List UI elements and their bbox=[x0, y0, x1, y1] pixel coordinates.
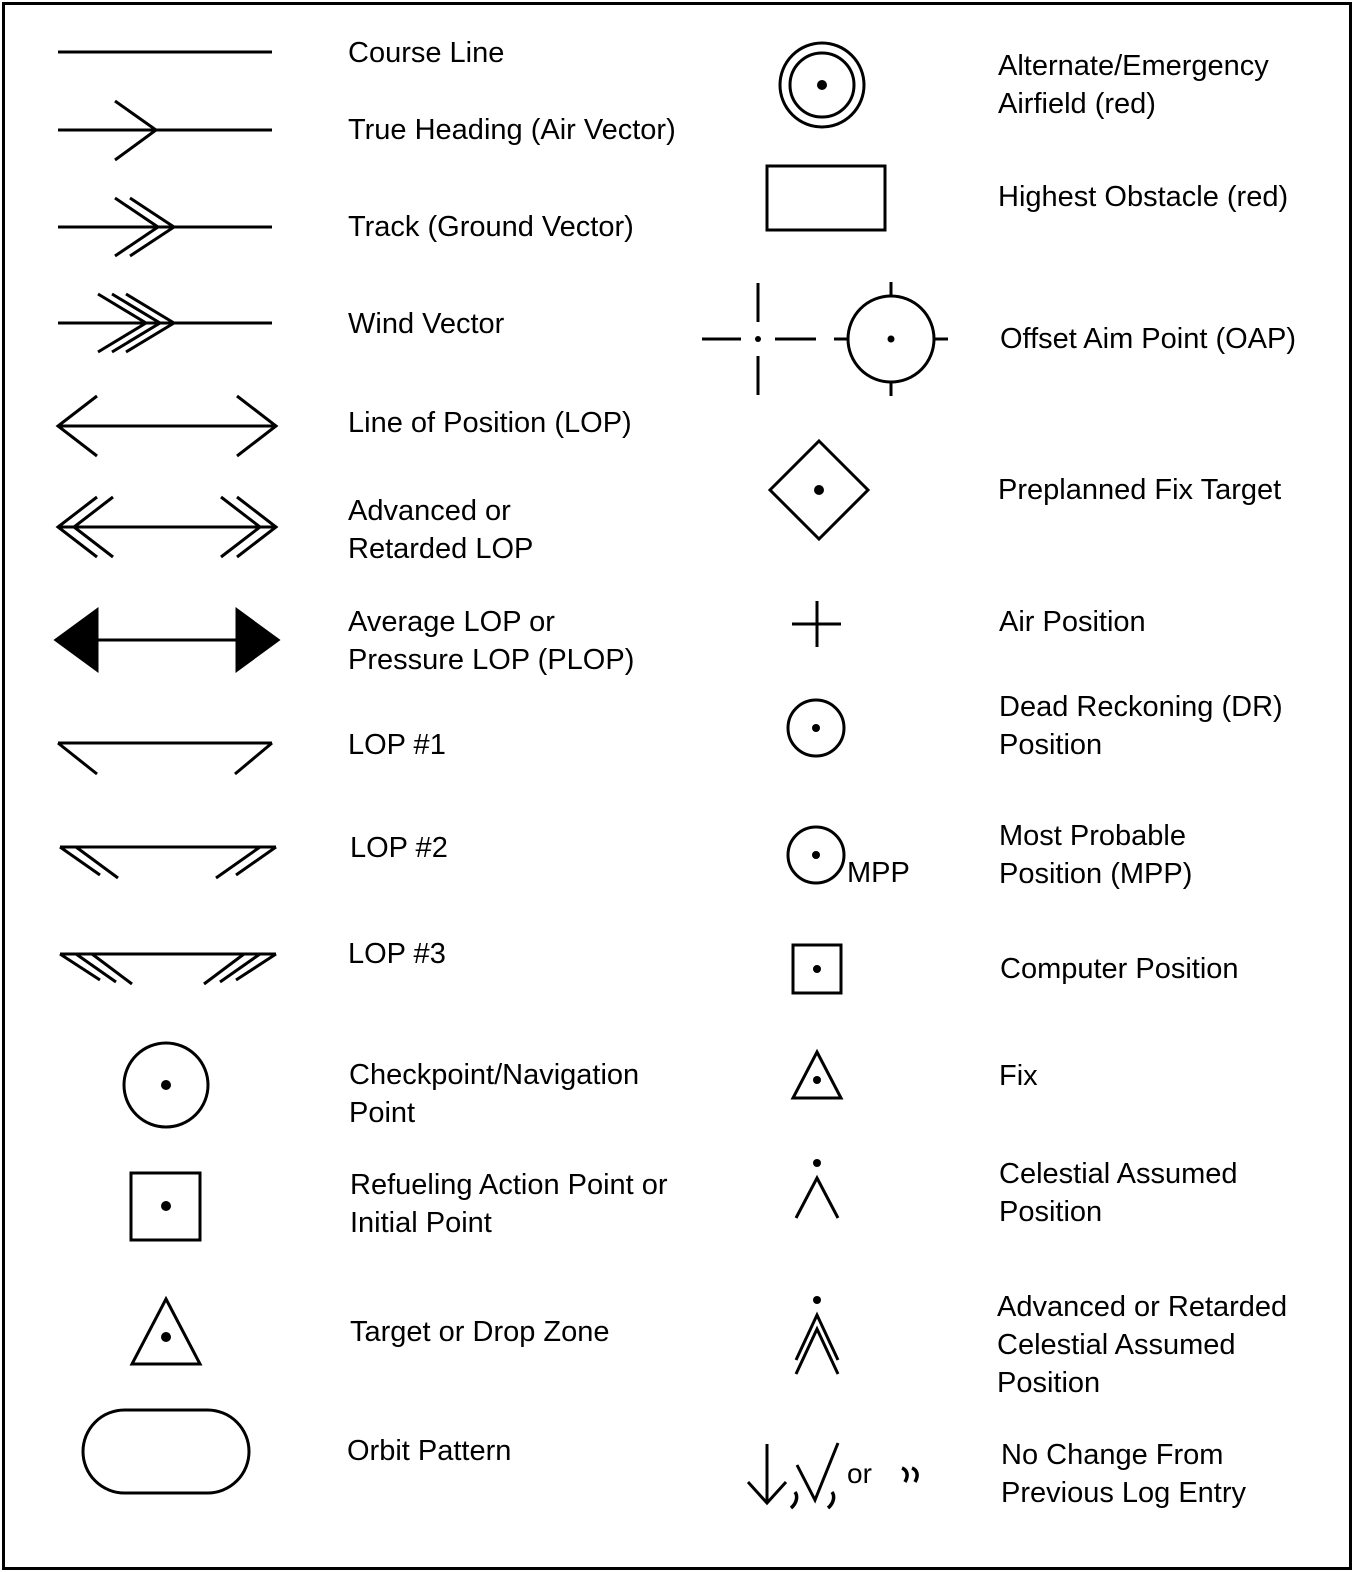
label-mpp: Most Probable Position (MPP) bbox=[999, 820, 1193, 890]
lop-2-symbol bbox=[59, 845, 277, 880]
label-lop: Line of Position (LOP) bbox=[348, 407, 632, 439]
label-fix: Fix bbox=[999, 1060, 1038, 1092]
target-symbol bbox=[129, 1295, 203, 1366]
label-preplanned-fix: Preplanned Fix Target bbox=[998, 474, 1282, 506]
label-lop-2: LOP #2 bbox=[350, 832, 448, 864]
label-true-heading: True Heading (Air Vector) bbox=[348, 114, 676, 146]
orbit-symbol bbox=[81, 1408, 251, 1495]
air-position-symbol bbox=[792, 601, 841, 647]
checkpoint-symbol bbox=[122, 1041, 210, 1129]
label-alternate-airfield: Alternate/Emergency Airfield (red) bbox=[998, 50, 1269, 120]
dr-position-symbol bbox=[786, 698, 846, 758]
label-adv-celestial-ap: Advanced or Retarded Celestial Assumed P… bbox=[997, 1291, 1288, 1399]
fix-symbol bbox=[790, 1048, 844, 1100]
label-wind-vector: Wind Vector bbox=[348, 308, 505, 340]
no-change-symbol bbox=[746, 1442, 919, 1510]
wind-vector-symbol bbox=[58, 292, 272, 354]
label-target: Target or Drop Zone bbox=[350, 1316, 610, 1348]
mpp-symbol-text: MPP bbox=[847, 857, 910, 889]
label-no-change: No Change From Previous Log Entry bbox=[1001, 1439, 1247, 1509]
label-computer-position: Computer Position bbox=[1000, 953, 1239, 985]
label-checkpoint: Checkpoint/Navigation Point bbox=[349, 1059, 640, 1129]
adv-celestial-ap-symbol bbox=[794, 1296, 840, 1375]
lop-1-symbol bbox=[57, 741, 273, 776]
label-track: Track (Ground Vector) bbox=[348, 211, 634, 243]
celestial-ap-symbol bbox=[794, 1159, 840, 1219]
preplanned-fix-symbol bbox=[767, 438, 871, 542]
or-text: or bbox=[847, 1458, 872, 1489]
highest-obstacle-symbol bbox=[765, 164, 887, 232]
true-heading-symbol bbox=[58, 99, 272, 162]
alternate-airfield-symbol bbox=[778, 41, 866, 129]
label-advanced-lop: Advanced or Retarded LOP bbox=[348, 495, 534, 565]
label-course-line: Course Line bbox=[348, 37, 505, 69]
label-highest-obstacle: Highest Obstacle (red) bbox=[998, 181, 1289, 213]
label-air-position: Air Position bbox=[999, 606, 1146, 638]
label-dr-position: Dead Reckoning (DR) Position bbox=[999, 691, 1283, 761]
label-lop-1: LOP #1 bbox=[348, 729, 446, 761]
label-orbit: Orbit Pattern bbox=[347, 1435, 512, 1467]
oap-symbol bbox=[702, 282, 948, 396]
advanced-lop-symbol bbox=[55, 495, 279, 559]
label-average-lop: Average LOP or Pressure LOP (PLOP) bbox=[348, 606, 635, 676]
track-symbol bbox=[58, 196, 272, 258]
label-lop-3: LOP #3 bbox=[348, 938, 446, 970]
computer-position-symbol bbox=[791, 943, 843, 995]
lop-symbol bbox=[55, 394, 279, 458]
lop-3-symbol bbox=[59, 952, 277, 986]
label-refueling-point: Refueling Action Point or Initial Point bbox=[350, 1169, 668, 1239]
label-oap: Offset Aim Point (OAP) bbox=[1000, 323, 1297, 355]
mpp-symbol bbox=[786, 825, 846, 885]
label-celestial-ap: Celestial Assumed Position bbox=[999, 1158, 1238, 1228]
refueling-point-symbol bbox=[129, 1171, 202, 1242]
average-lop-symbol bbox=[53, 607, 281, 673]
